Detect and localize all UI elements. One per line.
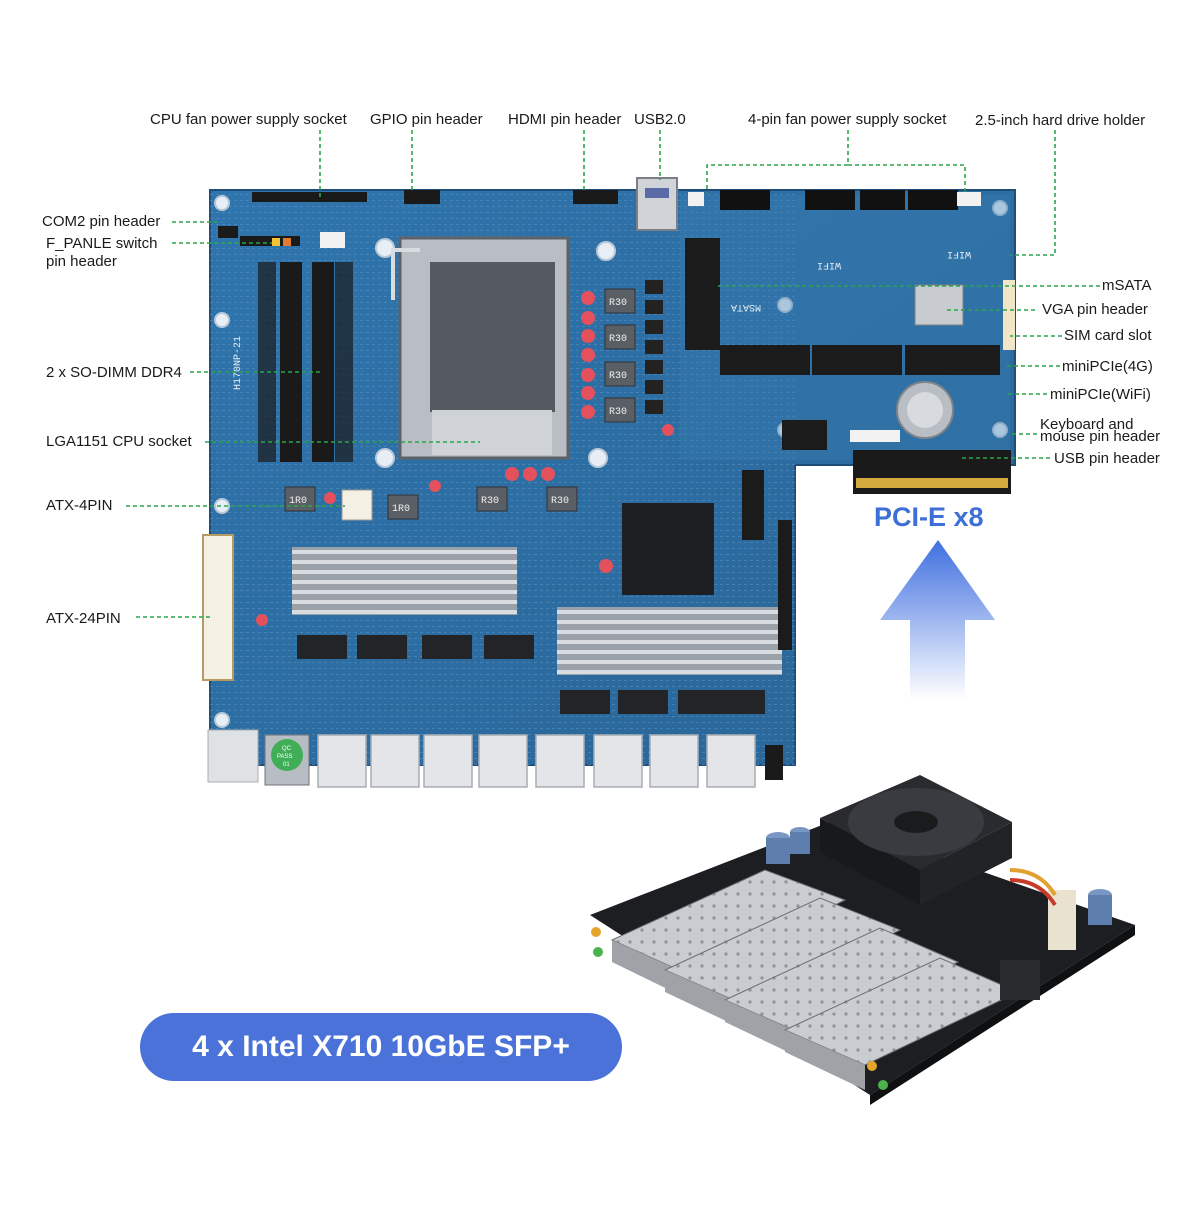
leader-lines [126, 130, 1100, 618]
label-cpu-fan-socket: CPU fan power supply socket [150, 111, 347, 128]
label-msata: mSATA [1102, 277, 1152, 294]
label-sodimm: 2 x SO-DIMM DDR4 [46, 364, 182, 381]
board-wifi-mark: WIFI [947, 248, 971, 259]
qc-sticker-line2: PASS [277, 754, 293, 760]
label-minipcie-wifi: miniPCIe(WiFi) [1050, 386, 1151, 403]
label-usb20: USB2.0 [634, 111, 686, 128]
label-keyboard-line1: Keyboard and [1040, 416, 1134, 433]
label-hdmi-header: HDMI pin header [508, 111, 622, 128]
nic-spec-pill: 4 x Intel X710 10GbE SFP+ [140, 1013, 622, 1081]
board-mark-r30: R30 [551, 496, 569, 507]
label-sim-slot: SIM card slot [1064, 327, 1152, 344]
board-msata-mark: MSATA [731, 301, 761, 312]
pcie-x8-title: PCI-E x8 [874, 502, 984, 532]
board-mark-r30: R30 [609, 334, 627, 345]
label-atx4pin: ATX-4PIN [46, 497, 113, 514]
nic-card [590, 775, 1135, 1105]
label-minipcie-4g: miniPCIe(4G) [1062, 358, 1153, 375]
board-wifi-mark: WIFI [817, 259, 841, 270]
pcie-arrow [880, 540, 995, 700]
label-usb-header: USB pin header [1054, 450, 1160, 467]
label-vga-header: VGA pin header [1042, 301, 1148, 318]
label-lga1151: LGA1151 CPU socket [46, 433, 192, 450]
io-port-row: QC PASS 01 [207, 729, 783, 788]
board-mark-r30: R30 [481, 496, 499, 507]
motherboard: R30 R30 R30 R30 R30 R30 1R0 1R0 [202, 177, 1016, 766]
label-4pin-fan-socket: 4-pin fan power supply socket [748, 111, 947, 128]
board-model-mark: H170NP-21 [233, 336, 244, 390]
qc-sticker-line3: 01 [283, 762, 290, 768]
label-com2-header: COM2 pin header [42, 213, 161, 230]
board-mark-r30: R30 [609, 407, 627, 418]
label-hdd-holder: 2.5-inch hard drive holder [975, 112, 1146, 129]
board-mark-r30: R30 [609, 371, 627, 382]
label-atx24pin: ATX-24PIN [46, 610, 121, 627]
label-keyboard-line2: mouse pin header [1040, 428, 1161, 445]
label-gpio-header: GPIO pin header [370, 111, 483, 128]
board-mark-1r0: 1R0 [392, 504, 410, 515]
label-fpanel-line1: F_PANLE switch [46, 235, 158, 252]
board-mark-r30: R30 [609, 298, 627, 309]
board-mark-1r0: 1R0 [289, 496, 307, 507]
qc-sticker-line1: QC [282, 746, 292, 752]
inductor-marks: R30 R30 R30 R30 R30 R30 1R0 1R0 [289, 298, 627, 515]
label-fpanel-line2: pin header [46, 253, 117, 270]
